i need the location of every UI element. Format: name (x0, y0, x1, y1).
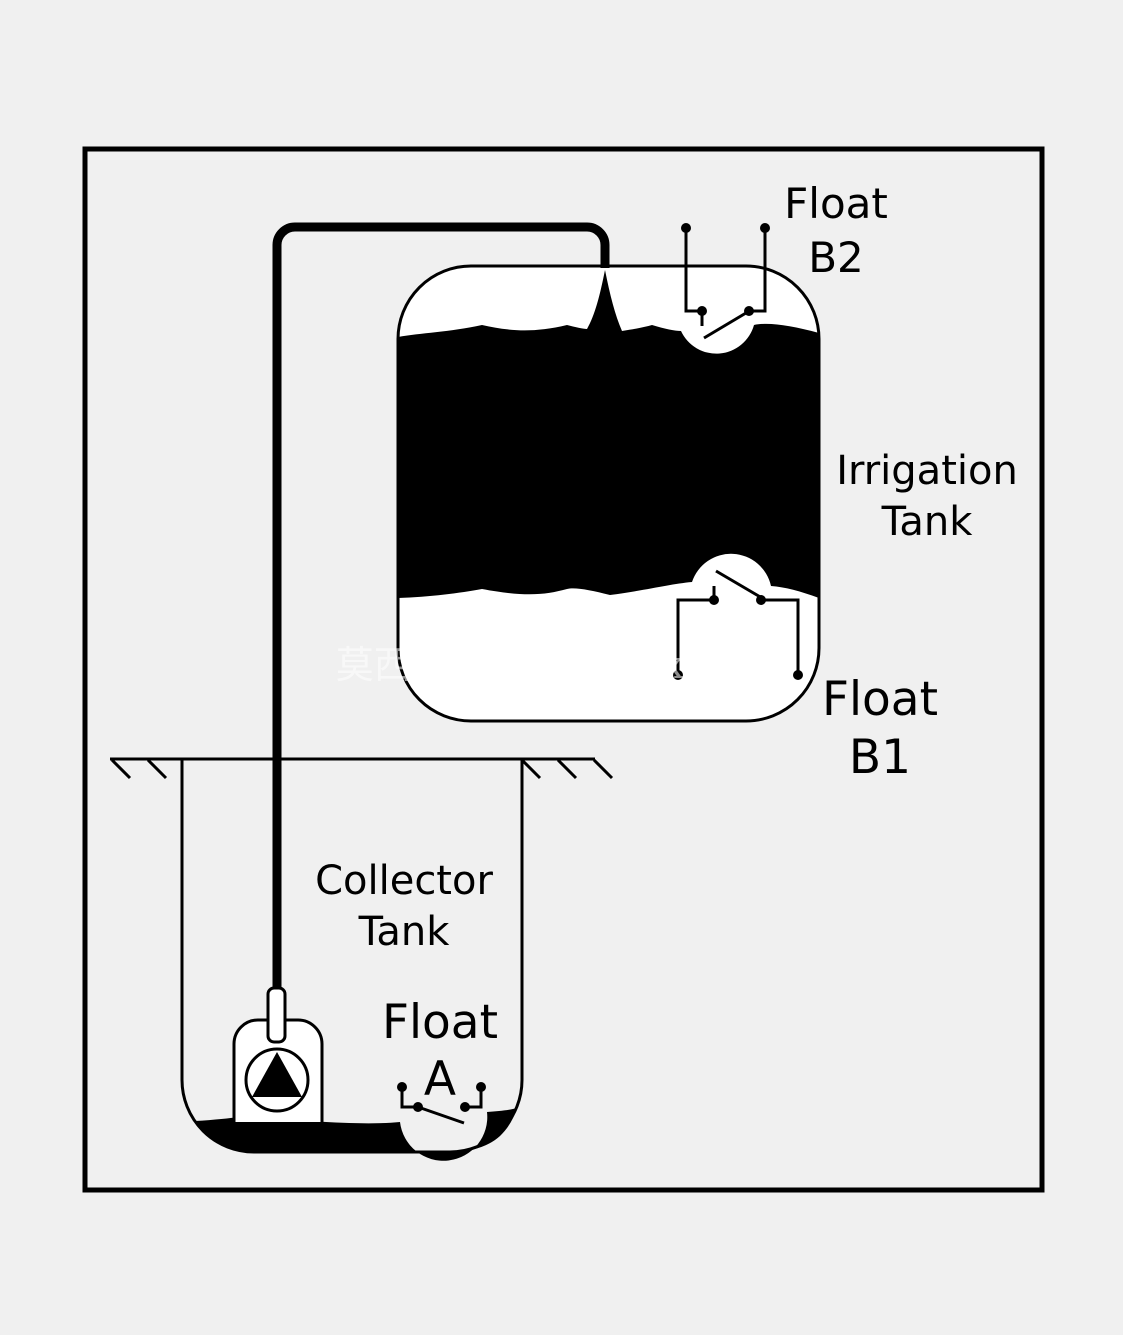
pump-outlet (266, 986, 287, 1044)
collector-tank-label-line2: Tank (358, 909, 451, 955)
irrigation-tank-water (398, 270, 819, 598)
transfer-pipe (272, 222, 610, 990)
irrigation-tank (396, 248, 821, 723)
float-a-label-line1: Float (382, 995, 498, 1050)
irrigation-tank-label-line1: Irrigation (836, 448, 1018, 494)
watermark-text: 莫西网www.3dmoxi.com (336, 643, 788, 687)
float-b2-switch (681, 223, 770, 340)
float-b1-switch (673, 569, 803, 680)
submersible-pump (232, 986, 324, 1122)
diagram-frame (82, 146, 1045, 1193)
float-a-label-line2: A (424, 1052, 456, 1107)
collector-tank-label-line1: Collector (315, 858, 493, 904)
float-b1-label-line2: B1 (849, 730, 911, 785)
float-b2-label-line1: Float (784, 179, 888, 228)
float-a-switch (397, 1082, 486, 1125)
ground-line (110, 757, 614, 780)
pump-arrow-icon (252, 1052, 302, 1097)
irrigation-tank-label-line2: Tank (881, 499, 974, 545)
float-b2-label-line2: B2 (808, 233, 864, 282)
float-b1-label-line1: Float (822, 672, 938, 727)
